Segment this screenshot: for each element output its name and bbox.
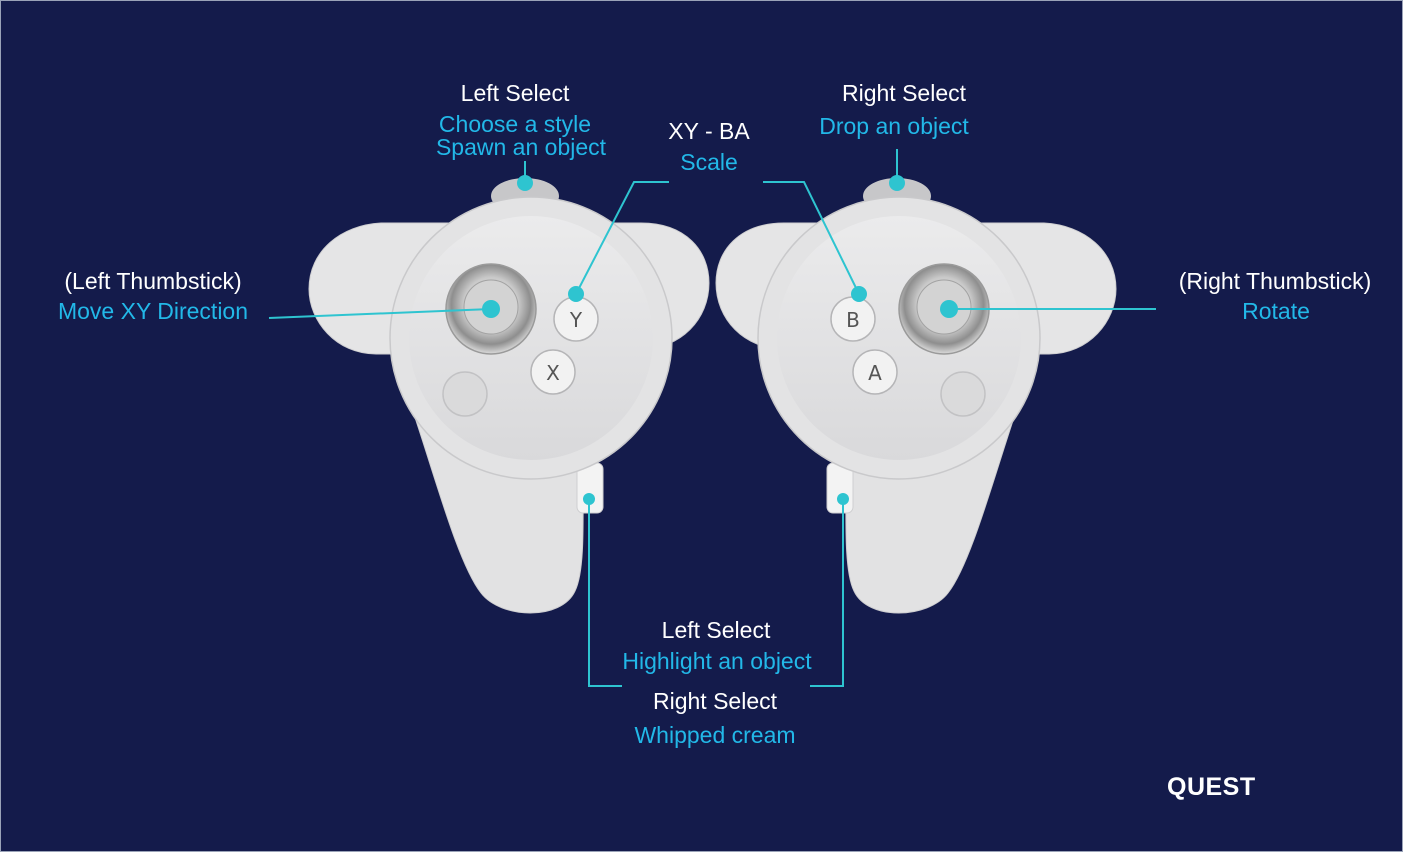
right-thumbstick-action: Rotate [1242, 298, 1310, 324]
left-controller: Y X [308, 178, 710, 614]
left-menu-button[interactable] [442, 371, 488, 417]
button-b-label: B [846, 308, 860, 332]
callout-right-grip [810, 499, 844, 687]
left-thumbstick-title: (Left Thumbstick) [64, 268, 242, 294]
right-select-bottom-title: Right Select [652, 688, 778, 714]
brand-label: QUEST [1167, 773, 1256, 801]
dot-right-grip [837, 493, 849, 505]
dot-left-grip [583, 493, 595, 505]
callout-y [575, 181, 669, 295]
button-x-label: X [546, 361, 560, 385]
right-thumbstick-title: (Right Thumbstick) [1178, 268, 1372, 294]
xy-ba-action: Scale [680, 149, 738, 175]
callout-b [763, 181, 860, 295]
left-face-inner [409, 216, 653, 460]
left-select-top-action-2: Spawn an object [435, 134, 607, 160]
xy-ba-title: XY - BA [668, 118, 750, 144]
dot-left-thumbstick [482, 300, 500, 318]
callout-dots [482, 175, 958, 505]
button-y-label: Y [569, 308, 583, 332]
dot-right-top-trigger [889, 175, 905, 191]
left-select-bottom-title: Left Select [661, 617, 771, 643]
dot-left-top-trigger [517, 175, 533, 191]
right-face-inner [777, 216, 1021, 460]
left-select-bottom-action: Highlight an object [622, 648, 812, 674]
dot-button-y [568, 286, 584, 302]
left-thumbstick-action: Move XY Direction [57, 298, 249, 324]
left-select-top-title: Left Select [460, 80, 570, 106]
right-select-bottom-action: Whipped cream [634, 722, 796, 748]
right-select-top-action: Drop an object [819, 113, 969, 139]
dot-button-b [851, 286, 867, 302]
callout-left-thumbstick [268, 308, 492, 319]
callout-left-grip [588, 499, 622, 687]
button-a[interactable] [852, 349, 898, 395]
right-select-top-title: Right Select [841, 80, 967, 106]
callouts [268, 149, 1156, 687]
right-oculus-button[interactable] [940, 371, 986, 417]
left-select-top-action-1: Choose a style [438, 111, 592, 137]
right-controller: B A [715, 178, 1117, 614]
button-a-label: A [868, 361, 882, 385]
button-x[interactable] [530, 349, 576, 395]
dot-right-thumbstick [940, 300, 958, 318]
